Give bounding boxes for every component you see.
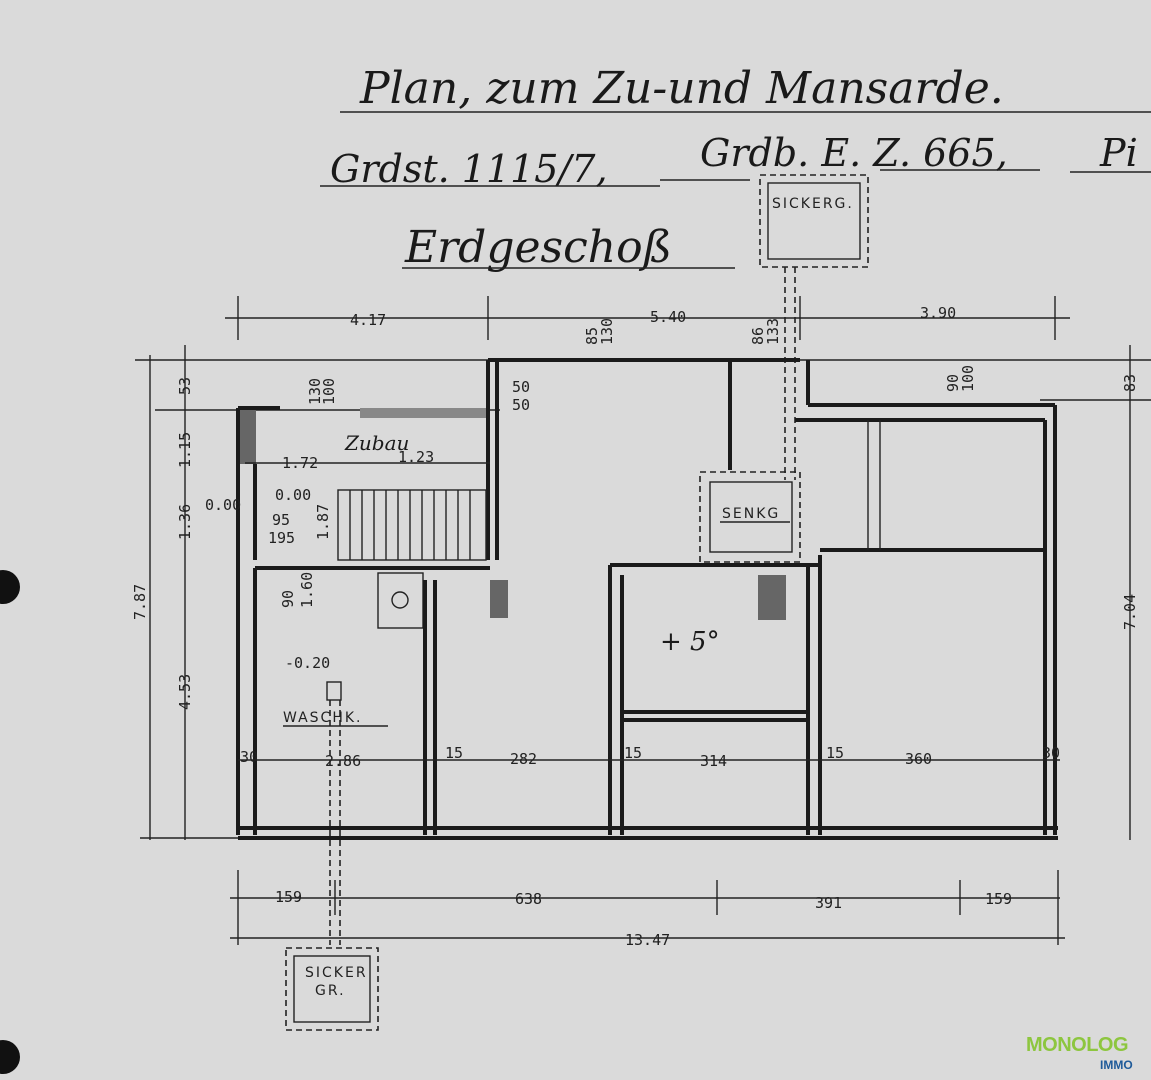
dim-zubau-172: 1.72 (282, 454, 318, 472)
sickergrube-top-label: SICKERG. (772, 196, 854, 212)
title-line-1: Plan, zum Zu-und Mansarde. (359, 63, 1004, 114)
dim-left-453: 4.53 (176, 674, 194, 710)
dim-row-30b: 30 (1042, 744, 1060, 762)
binder-hole-2 (0, 1040, 20, 1074)
dim-top-2: 5.40 (650, 308, 686, 326)
dim-row-15b: 15 (624, 744, 642, 762)
dim-int-000b: 0.00 (275, 486, 311, 504)
senkg-label: SENKG (722, 506, 780, 522)
dim-bottom-total: 13.47 (625, 931, 670, 949)
dim-small-50b: 50 (512, 396, 530, 414)
dim-small-100b: 100 (959, 365, 977, 392)
dim-top-1: 4.17 (350, 311, 386, 329)
binder-hole-1 (0, 570, 20, 604)
main-room-level: + 5° (660, 627, 720, 657)
dim-int-187: 1.87 (314, 504, 332, 540)
dim-bottom-159a: 159 (275, 888, 302, 906)
dim-row-286: 2.86 (325, 752, 361, 770)
dim-top-3: 3.90 (920, 304, 956, 322)
dim-small-130: 130 (598, 318, 616, 345)
dim-small-86: 86 (749, 327, 767, 345)
dim-small-85: 85 (583, 327, 601, 345)
dim-bottom-391: 391 (815, 894, 842, 912)
floor-name: Erdgeschoß (404, 222, 672, 273)
dim-int-160: 1.60 (298, 572, 316, 608)
dim-right-83: 83 (1121, 374, 1139, 392)
dim-int-000a: 0.00 (205, 496, 241, 514)
dim-left-53: 53 (176, 377, 194, 395)
monolog-immo-logo: MONOLOG IMMO (1022, 1032, 1150, 1078)
dim-small-133: 133 (764, 318, 782, 345)
stair-treads (349, 490, 471, 560)
title-line-2-part-1: Grdst. 1115/7, (330, 147, 608, 191)
dim-small-130b: 130 (306, 378, 324, 405)
dim-row-282: 282 (510, 750, 537, 768)
dim-int-95: 95 (272, 511, 290, 529)
title-line-2-part-3: Pi (1099, 131, 1138, 175)
dim-right-704: 7.04 (1121, 594, 1139, 630)
dim-row-30a: 30 (240, 748, 258, 766)
sicker-gr-label-2: GR. (315, 983, 346, 999)
dim-row-15c: 15 (826, 744, 844, 762)
dim-left-787: 7.87 (131, 584, 149, 620)
waschk-level: -0.20 (285, 654, 330, 672)
dim-row-15a: 15 (445, 744, 463, 762)
dim-left-136: 1.36 (176, 504, 194, 540)
title-line-2-part-2: Grdb. E. Z. 665, (700, 131, 1008, 175)
dim-small-90: 90 (944, 374, 962, 392)
dim-row-360: 360 (905, 750, 932, 768)
dim-left-115: 1.15 (176, 432, 194, 468)
dim-zubau-123: 1.23 (398, 448, 434, 466)
dim-bottom-638: 638 (515, 890, 542, 908)
dim-int-90: 90 (279, 590, 297, 608)
dim-int-195: 195 (268, 529, 295, 547)
dim-small-100: 100 (320, 378, 338, 405)
logo-bottom-text: IMMO (1100, 1058, 1133, 1072)
waschk-label: WASCHK. (283, 710, 362, 726)
dim-small-50a: 50 (512, 378, 530, 396)
sicker-gr-label-1: SICKER (305, 965, 368, 981)
dim-bottom-159b: 159 (985, 890, 1012, 908)
zubau-label: Zubau (344, 431, 409, 455)
dim-row-314: 314 (700, 752, 727, 770)
logo-top-text: MONOLOG (1026, 1034, 1129, 1056)
